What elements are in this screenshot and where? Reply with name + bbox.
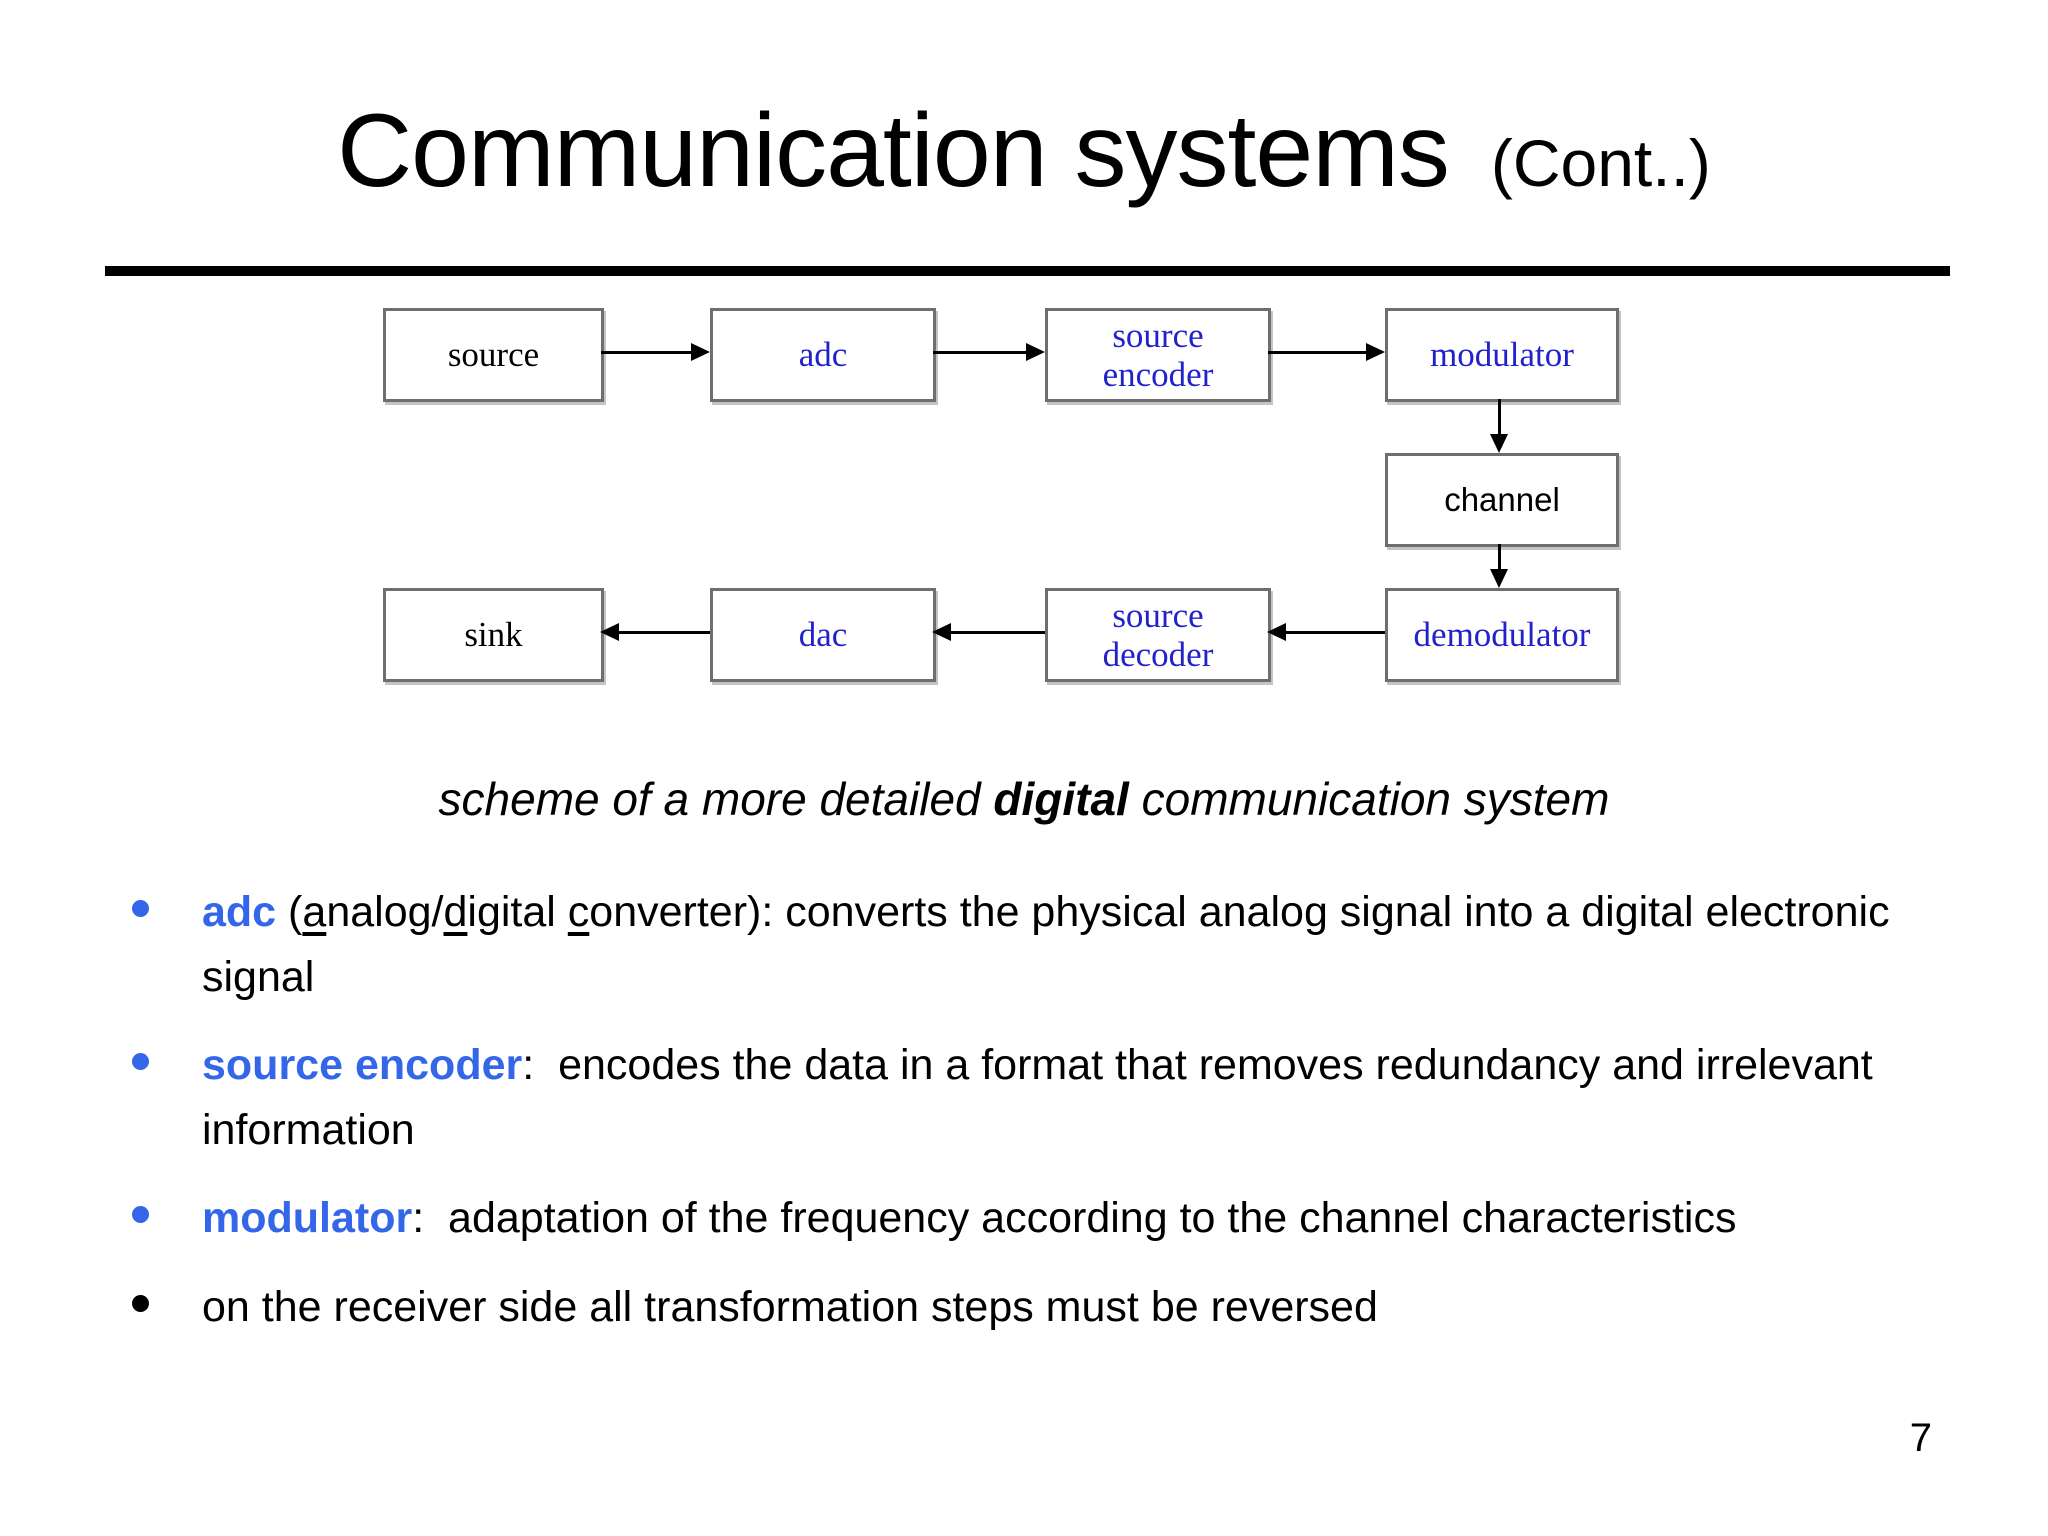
- arrowhead-down-icon: [1490, 569, 1508, 588]
- title-underline: [105, 266, 1950, 276]
- bullet-modulator: modulator: adaptation of the frequency a…: [130, 1186, 1940, 1251]
- diagram-caption: scheme of a more detailed digital commun…: [0, 772, 2048, 826]
- arrowhead-left-icon: [1267, 623, 1286, 641]
- bullet-text: (: [276, 888, 303, 936]
- box-label-dac: dac: [798, 615, 848, 655]
- bullet-text: on the receiver side all transformation …: [202, 1282, 1378, 1331]
- diagram-box-modulator: modulator: [1385, 308, 1619, 402]
- arrow-line: [1498, 544, 1501, 571]
- box-label-source: source: [447, 335, 540, 375]
- bullet-text: : encodes the data in a format that remo…: [202, 1041, 1885, 1154]
- page-number: 7: [1909, 1416, 1932, 1460]
- box-label-demodulator: demodulator: [1413, 615, 1591, 655]
- arrow-line: [1498, 399, 1501, 436]
- bullet-text: nalog/: [326, 888, 444, 936]
- box-label-modulator: modulator: [1430, 335, 1574, 375]
- arrow-line: [1284, 631, 1385, 634]
- arrow-line: [933, 351, 1027, 354]
- bullet-text: : adaptation of the frequency according …: [412, 1194, 1737, 1242]
- bullet-receiver-side: on the receiver side all transformation …: [130, 1275, 1940, 1340]
- caption-bold: digital: [993, 773, 1129, 825]
- diagram-box-source-decoder: source decoder: [1045, 588, 1271, 682]
- arrow-line: [1268, 351, 1367, 354]
- diagram-box-sink: sink: [383, 588, 604, 682]
- caption-post: communication system: [1128, 773, 1610, 825]
- caption-pre: scheme of a more detailed: [438, 773, 994, 825]
- diagram-box-source-encoder: source encoder: [1045, 308, 1271, 402]
- bullet-dot: [132, 1206, 149, 1223]
- bullet-underlined-letter: a: [302, 888, 327, 936]
- diagram-box-demodulator: demodulator: [1385, 588, 1619, 682]
- diagram-box-adc: adc: [710, 308, 936, 402]
- diagram-box-channel: channel: [1385, 453, 1619, 547]
- diagram-box-source: source: [383, 308, 604, 402]
- bullet-keyword: adc: [202, 888, 277, 936]
- bullet-underlined-letter: c: [567, 888, 590, 936]
- bullet-keyword: source encoder: [202, 1041, 523, 1089]
- arrowhead-left-icon: [600, 623, 619, 641]
- arrowhead-right-icon: [1366, 343, 1385, 361]
- box-label-adc: adc: [798, 335, 848, 375]
- page-title: Communication systems (Cont..): [0, 92, 2048, 211]
- box-label-source-decoder: source decoder: [1102, 595, 1214, 674]
- box-label-channel: channel: [1444, 480, 1560, 518]
- bullet-dot: [132, 1053, 149, 1070]
- title-cont: (Cont..): [1490, 126, 1711, 200]
- bullet-text: onverter): converts the physical analog …: [202, 888, 1902, 1001]
- arrow-line: [601, 351, 693, 354]
- arrow-line: [617, 631, 710, 634]
- bullet-dot: [132, 900, 149, 917]
- arrowhead-right-icon: [691, 343, 710, 361]
- bullet-keyword: modulator: [202, 1194, 413, 1242]
- arrow-line: [949, 631, 1045, 634]
- arrowhead-right-icon: [1026, 343, 1045, 361]
- bullet-underlined-letter: d: [443, 888, 468, 936]
- arrowhead-down-icon: [1490, 434, 1508, 453]
- bullet-list: adc (analog/digital converter): converts…: [130, 880, 1940, 1363]
- box-label-sink: sink: [464, 615, 523, 655]
- diagram-box-dac: dac: [710, 588, 936, 682]
- arrowhead-left-icon: [932, 623, 951, 641]
- title-main: Communication systems: [337, 93, 1450, 209]
- box-label-source-encoder: source encoder: [1102, 315, 1214, 394]
- bullet-dot: [132, 1294, 149, 1312]
- bullet-adc: adc (analog/digital converter): converts…: [130, 880, 1940, 1009]
- bullet-source-encoder: source encoder: encodes the data in a fo…: [130, 1033, 1940, 1162]
- bullet-text: igital: [467, 888, 568, 936]
